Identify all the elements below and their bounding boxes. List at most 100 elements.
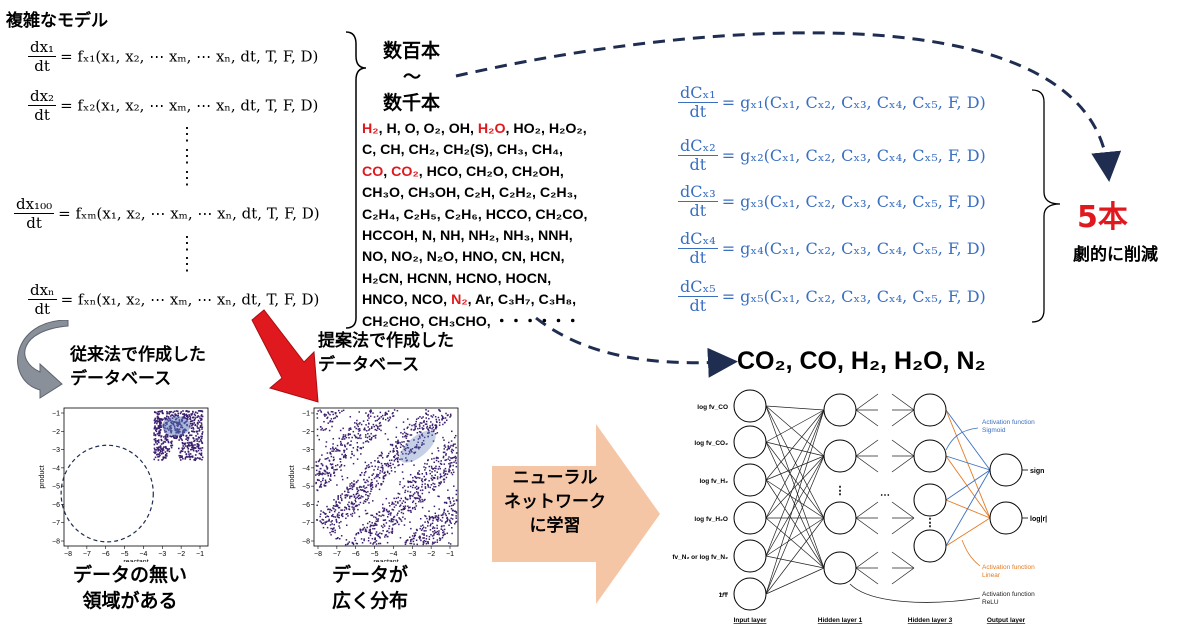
input-label: log fv_CO₂: [694, 440, 728, 447]
hidden3-node: [913, 439, 947, 473]
highlighted-species: H₂: [362, 121, 379, 137]
x-tick-label: −3: [408, 551, 416, 558]
input-node: [733, 425, 767, 459]
vdots-4: ⋮: [178, 233, 196, 254]
conventional-caption: データの無い領域がある: [72, 564, 187, 612]
y-tick-label: −3: [302, 447, 310, 454]
species-text: , Ar, C₃H₇, C₃H₈,: [467, 292, 577, 309]
hidden3-node: [913, 393, 947, 427]
reduced-count: 5本: [1077, 200, 1128, 235]
output-node: [989, 453, 1023, 487]
species-text: CH₂CHO, CH₃CHO, ・・・・・・: [362, 313, 580, 330]
x-tick-label: −6: [352, 551, 360, 558]
x-tick-label: −5: [121, 551, 129, 558]
hidden1-vdots: ⋮: [835, 485, 846, 497]
x-tick-label: −2: [427, 551, 435, 558]
y-tick-label: −1: [302, 411, 310, 418]
hidden1-node: [823, 393, 857, 427]
count-tilde: 〜: [403, 67, 421, 88]
y-axis-label: product: [289, 465, 296, 488]
vdots-3: ⋮: [178, 168, 196, 189]
input-node: [733, 539, 767, 573]
species-line: H₂CN, HCNN, HCNO, HOCN,: [362, 269, 632, 290]
scatter-points: [60, 410, 204, 543]
proposed-caption: データが広く分布: [331, 564, 408, 612]
complex-model-title: 複雑なモデル: [6, 11, 108, 31]
highlighted-species: CO: [362, 163, 384, 180]
act-sigmoid-name: Sigmoid: [982, 427, 1006, 434]
species-line: CO, CO₂, HCO, CH₂O, CH₂OH,: [362, 162, 632, 183]
x-tick-label: −8: [314, 551, 322, 558]
x-tick-label: −1: [196, 551, 204, 558]
nn-training-arrow: [492, 424, 660, 604]
y-tick-label: −3: [52, 447, 60, 454]
hidden1-node: [823, 501, 857, 535]
x-tick-label: −1: [446, 551, 454, 558]
input-label: log fv_H₂: [699, 478, 728, 485]
layer-label: Output layer: [987, 617, 1026, 624]
act-relu-label: Activation function: [982, 591, 1035, 598]
species-text: C, CH, CH₂, CH₂(S), CH₃, CH₄,: [362, 142, 563, 159]
species-line: NO, NO₂, N₂O, HNO, CN, HCN,: [362, 247, 632, 268]
proposed-label-1: 提案法で作成した: [318, 331, 454, 351]
species-text: , HO₂, H₂O₂,: [505, 121, 587, 137]
dashed-arrow-to-network: [535, 316, 738, 378]
layer-label: Hidden layer 1: [818, 617, 863, 624]
act-linear-label: Activation function: [982, 564, 1035, 571]
vdots-2: ⋮: [178, 146, 196, 167]
dashed-arrow-to-reduced: [455, 31, 1122, 182]
x-tick-label: −8: [64, 551, 72, 558]
conventional-scatter-plot: −8−7−6−5−4−3−2−1−1−2−3−4−5−6−7−8reactant…: [39, 407, 209, 562]
act-linear-name: Linear: [982, 572, 1001, 579]
x-tick-label: −7: [333, 551, 341, 558]
x-axis-label: reactant: [123, 559, 148, 562]
x-tick-label: −5: [371, 551, 379, 558]
layer-label: Hidden layer 3: [908, 617, 953, 624]
species-line: H₂, H, O, O₂, OH, H₂O, HO₂, H₂O₂,: [362, 119, 632, 140]
y-tick-label: −4: [52, 465, 60, 472]
hidden1-node: [823, 551, 857, 585]
input-node: [733, 577, 767, 611]
left-brace: [345, 31, 367, 329]
x-tick-label: −3: [158, 551, 166, 558]
y-tick-label: −7: [302, 520, 310, 527]
output-node: [989, 501, 1023, 535]
input-label: fv_N₂ or log fv_N₂: [672, 554, 728, 561]
vdots-1: ⋮: [178, 124, 196, 145]
layer-label: Input layer: [734, 617, 767, 624]
species-line: HNCO, NCO, N₂, Ar, C₃H₇, C₃H₈,: [362, 290, 632, 311]
input-node: [733, 501, 767, 535]
targets-label: CO₂, CO, H₂, H₂O, N₂: [737, 347, 986, 375]
x-axis-label: reactant: [373, 559, 398, 562]
curved-arrow-conventional: [17, 320, 69, 399]
species-line: CH₃O, CH₃OH, C₂H, C₂H₂, C₂H₃,: [362, 183, 632, 204]
input-label: log fv_H₂O: [694, 516, 728, 523]
species-text: NO, NO₂, N₂O, HNO, CN, HCN,: [362, 249, 565, 266]
count-bottom: 数千本: [383, 92, 441, 114]
hidden3-node: [913, 529, 947, 563]
conventional-label-1: 従来法で作成した: [70, 345, 206, 365]
hidden1-node: [823, 439, 857, 473]
y-tick-label: −5: [52, 484, 60, 491]
y-tick-label: −2: [302, 429, 310, 436]
species-list: H₂, H, O, O₂, OH, H₂O, HO₂, H₂O₂, C, CH, …: [362, 119, 632, 333]
species-text: H₂CN, HCNN, HCNO, HOCN,: [362, 270, 552, 287]
highlighted-species: CO₂: [391, 163, 419, 180]
vdots-5: ⋮: [178, 254, 196, 275]
proposed-scatter-plot: −8−7−6−5−4−3−2−1−1−2−3−4−5−6−7−8reactant…: [289, 407, 459, 562]
species-text: HNCO, NCO,: [362, 292, 452, 309]
hidden3-node: [913, 483, 947, 517]
conventional-label-2: データベース: [70, 369, 172, 389]
act-relu-name: ReLU: [982, 599, 999, 606]
hidden3-vdots: ⋮: [925, 517, 936, 529]
count-top: 数百本: [383, 40, 441, 62]
red-arrow-proposed: [251, 309, 319, 403]
